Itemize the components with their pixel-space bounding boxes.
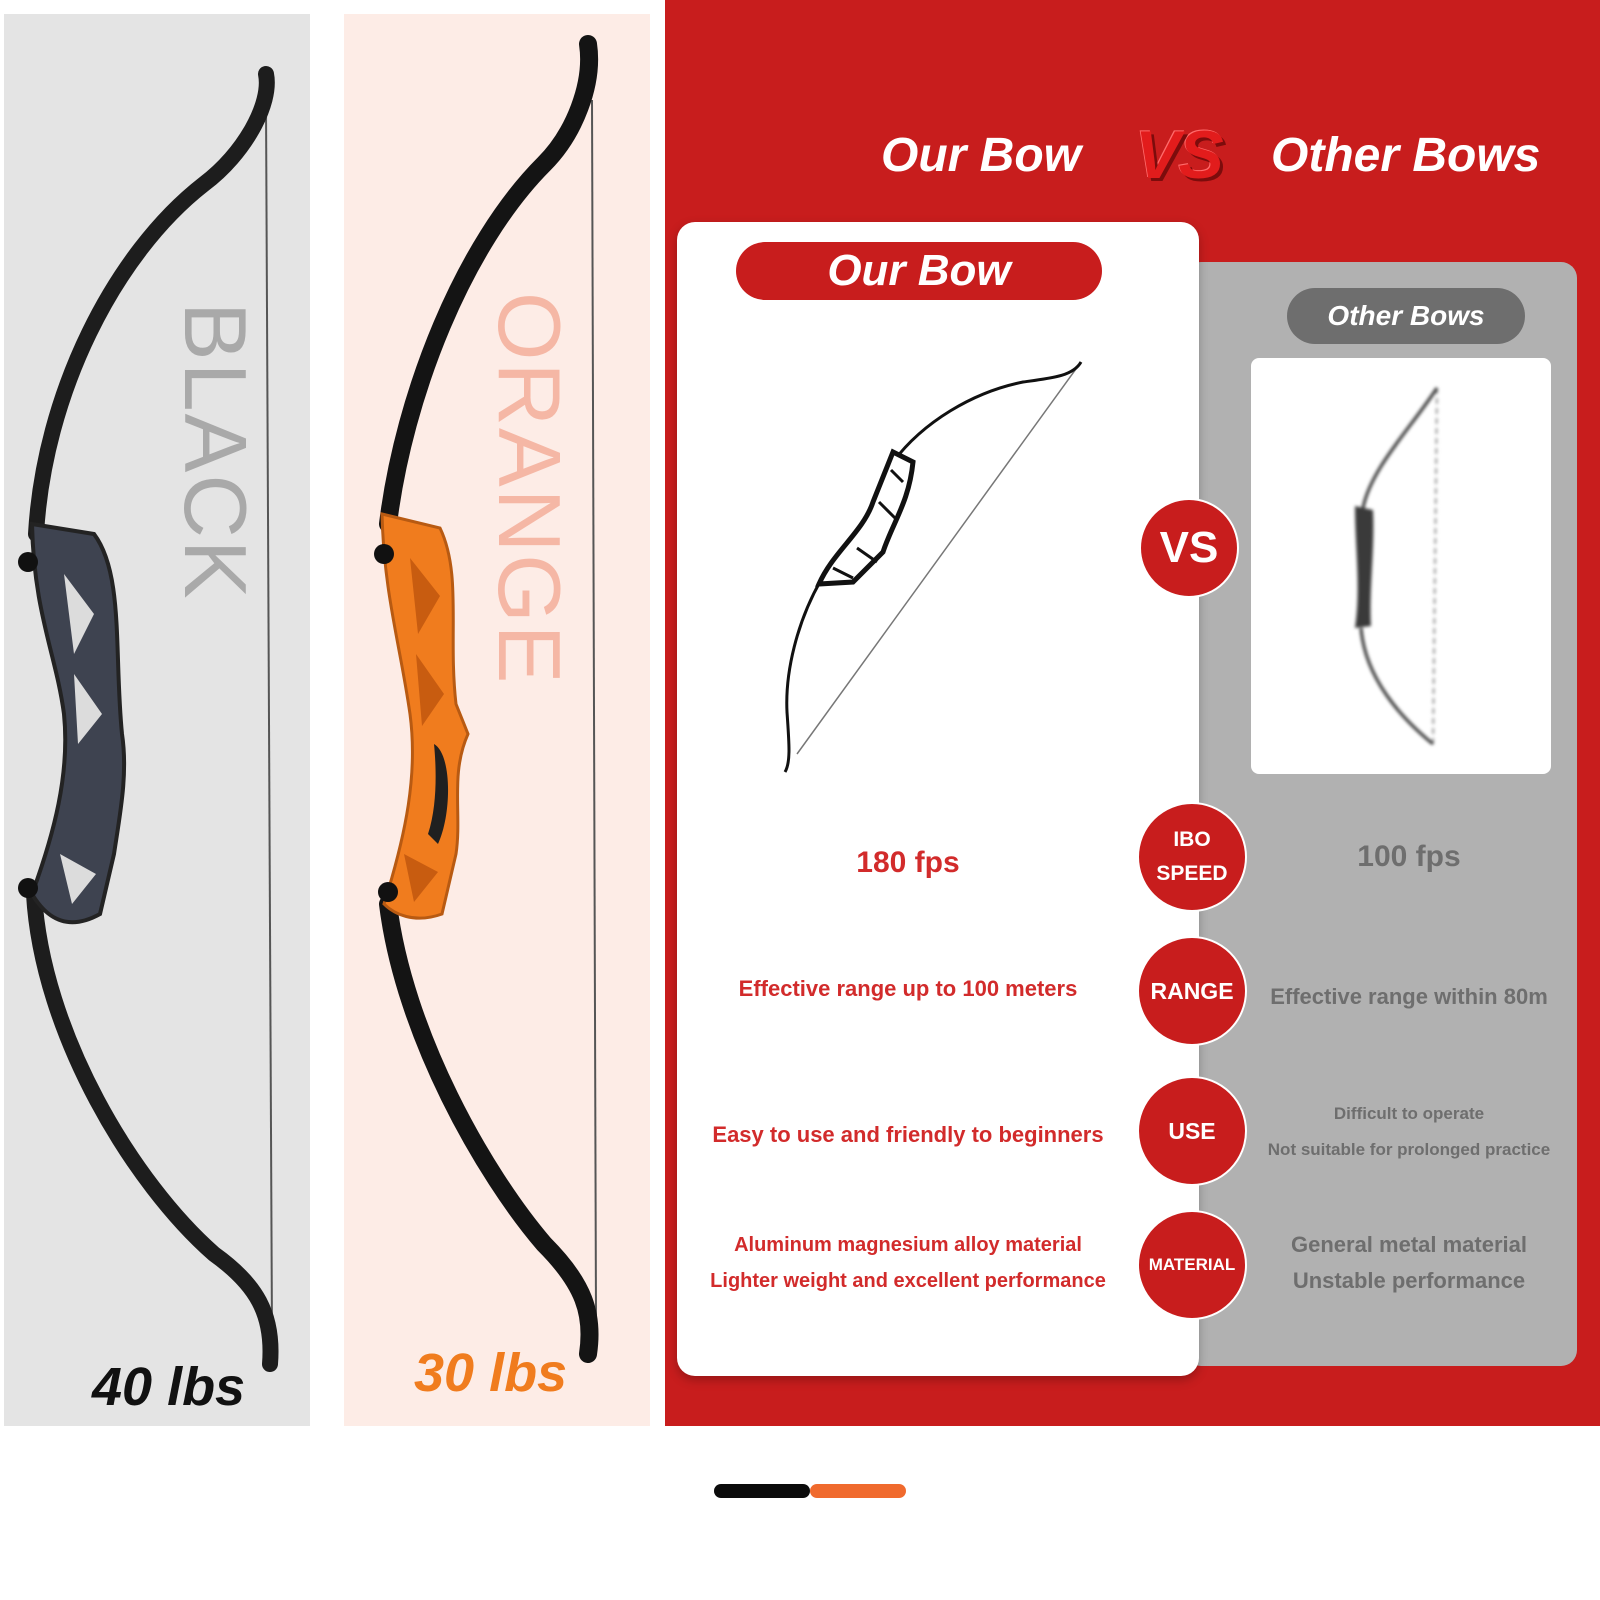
header-vs: VS (1135, 117, 1224, 193)
other-bow-photo (1251, 358, 1551, 774)
other-use-value-line-2: Not suitable for prolonged practice (1267, 1140, 1551, 1159)
other-speed-value: 100 fps (1357, 840, 1461, 873)
black-variant-panel: BLACK 40 lbs (4, 14, 310, 1426)
header-other-bows: Other Bows (1271, 129, 1541, 182)
feature-label-line: IBO (1173, 828, 1211, 851)
orange-variant-panel (344, 14, 650, 1426)
other-material-value-line-1: General metal material (1290, 1232, 1527, 1257)
other-range-value: Effective range within 80m (1270, 984, 1548, 1009)
comparison-panel: Our Bow VS Other Bows Our Bow Other Bows… (665, 0, 1600, 1426)
weight-label-orange: 30 lbs (414, 1343, 568, 1403)
our-range-value: Effective range up to 100 meters (738, 976, 1078, 1001)
our-bow-image (783, 361, 1083, 773)
other-bow-image (1355, 387, 1439, 746)
color-name-black: BLACK (166, 302, 265, 601)
carousel-dot-2[interactable] (810, 1484, 906, 1498)
other-use-value-line-1: Difficult to operate (1333, 1104, 1485, 1123)
orange-bow-image (374, 35, 599, 1363)
weight-label-black: 40 lbs (92, 1357, 246, 1417)
feature-label-line: SPEED (1156, 862, 1228, 885)
color-name-orange: ORANGE (480, 292, 579, 686)
our-speed-value: 180 fps (856, 846, 960, 879)
feature-label-use: USE (1137, 1076, 1247, 1186)
our-bow-card: Our Bow (677, 222, 1199, 1376)
carousel-indicator (714, 1484, 906, 1498)
vs-circle-badge: VS (1139, 498, 1239, 598)
feature-label-ibo-speed: IBO SPEED (1137, 802, 1247, 912)
our-material-value-line-1: Aluminum magnesium alloy material (734, 1234, 1082, 1256)
our-bow-badge: Our Bow (736, 242, 1102, 300)
carousel-dot-1[interactable] (714, 1484, 810, 1498)
feature-label-range: RANGE (1137, 936, 1247, 1046)
other-bows-badge: Other Bows (1287, 288, 1525, 344)
header-our-bow: Our Bow (881, 129, 1081, 182)
our-use-value: Easy to use and friendly to beginners (712, 1122, 1104, 1147)
our-material-value-line-2: Lighter weight and excellent performance (710, 1270, 1106, 1292)
feature-label-material: MATERIAL (1137, 1210, 1247, 1320)
other-material-value-line-2: Unstable performance (1292, 1268, 1526, 1293)
black-bow-image (18, 66, 279, 1372)
